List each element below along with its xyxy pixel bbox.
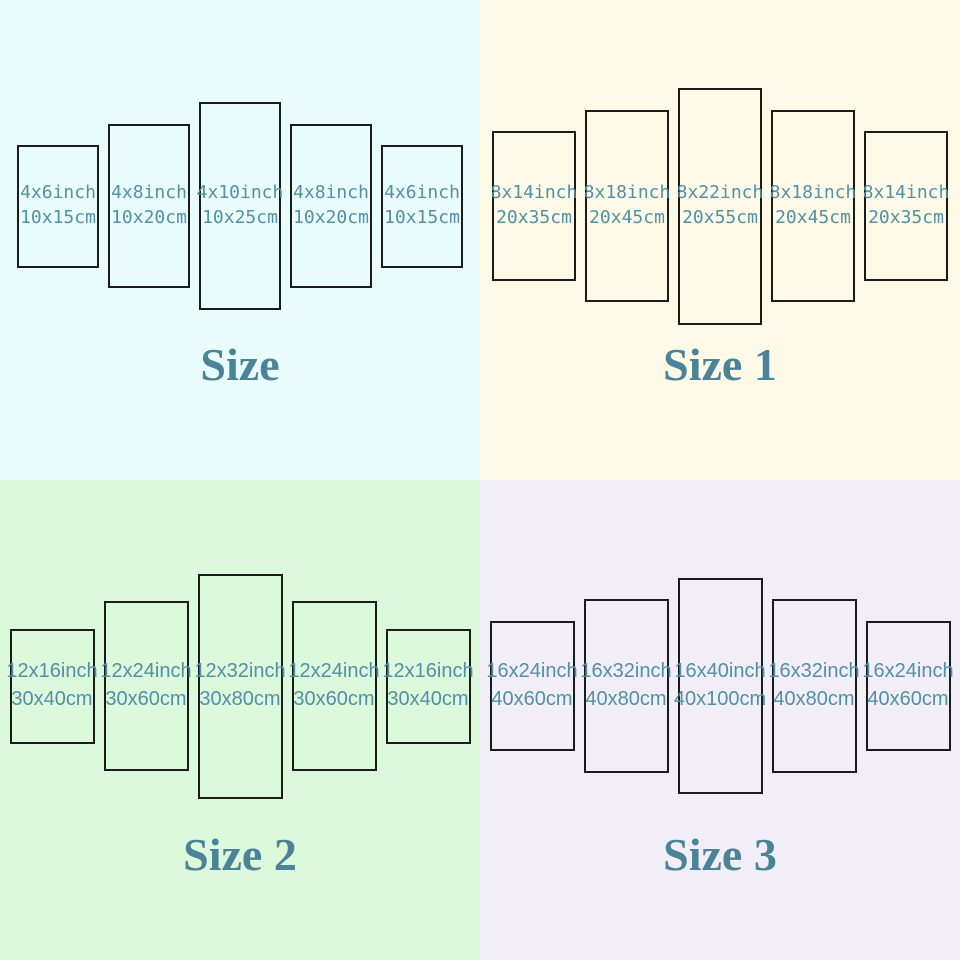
panel-cm-label: 30x60cm xyxy=(105,688,187,710)
quadrant-title: Size 1 xyxy=(663,339,777,390)
panel-cm-label: 40x100cm xyxy=(673,688,767,710)
canvas-panel: 8x22inch 20x55cm xyxy=(677,87,764,325)
canvas-panel: 4x8inch 10x20cm xyxy=(290,124,372,288)
quadrant-title: Size 2 xyxy=(183,829,297,880)
panel-inch-label: 16x32inch xyxy=(768,660,860,683)
panel-size-label: 4x6inch 10x15cm xyxy=(384,181,460,231)
panel-size-label: 16x32inch 40x80cm xyxy=(768,658,859,713)
panel-inch-label: 12x24inch xyxy=(288,660,380,683)
panel-inch-label: 8x22inch xyxy=(676,182,764,204)
panel-size-label: 4x8inch 10x20cm xyxy=(293,181,369,231)
canvas-panel: 16x32inch 40x80cm xyxy=(768,599,860,773)
canvas-panel: 16x24inch 40x60cm xyxy=(862,621,954,751)
quadrant-title: Size 3 xyxy=(663,829,777,880)
panel-inch-label: 4x10inch xyxy=(196,182,284,204)
canvas-panel: 16x32inch 40x80cm xyxy=(580,599,672,773)
panel-size-label: 16x40inch 40x100cm xyxy=(674,658,766,713)
quadrant-size-3: 16x24inch 40x60cm 16x32inch 40x80cm 16x4… xyxy=(480,480,960,960)
panel-inch-label: 16x24inch xyxy=(486,660,578,683)
panel-inch-label: 16x40inch xyxy=(674,660,766,683)
panel-cm-label: 40x80cm xyxy=(585,688,667,710)
panel-size-label: 4x10inch 10x25cm xyxy=(197,181,284,231)
canvas-panel: 4x6inch 10x15cm xyxy=(17,144,99,268)
canvas-panel: 4x8inch 10x20cm xyxy=(108,124,190,288)
panel-cm-label: 40x60cm xyxy=(867,688,949,710)
panel-inch-label: 4x8inch xyxy=(293,182,369,204)
panel-cm-label: 10x15cm xyxy=(20,207,96,228)
panel-size-label: 12x24inch 30x60cm xyxy=(100,658,191,713)
panel-size-label: 12x16inch 30x40cm xyxy=(6,658,97,713)
panel-cm-label: 10x15cm xyxy=(384,207,460,228)
quadrant-size: 4x6inch 10x15cm 4x8inch 10x20cm 4x10inch… xyxy=(0,0,480,480)
panel-size-label: 12x32inch 30x80cm xyxy=(194,658,285,713)
panel-inch-label: 4x6inch xyxy=(20,182,96,204)
panel-inch-label: 12x16inch xyxy=(6,660,98,683)
panel-inch-label: 8x18inch xyxy=(769,182,857,204)
panel-cm-label: 30x40cm xyxy=(387,688,469,710)
canvas-panel: 12x24inch 30x60cm xyxy=(288,601,380,771)
panel-size-label: 16x32inch 40x80cm xyxy=(580,658,671,713)
panel-row: 16x24inch 40x60cm 16x32inch 40x80cm 16x4… xyxy=(480,480,960,892)
quadrant-size-1: 8x14inch 20x35cm 8x18inch 20x45cm 8x22in… xyxy=(480,0,960,480)
quadrant-size-2: 12x16inch 30x40cm 12x24inch 30x60cm 12x3… xyxy=(0,480,480,960)
panel-inch-label: 12x16inch xyxy=(382,660,474,683)
canvas-panel: 16x24inch 40x60cm xyxy=(486,621,578,751)
panel-inch-label: 12x24inch xyxy=(100,660,192,683)
panel-size-label: 8x18inch 20x45cm xyxy=(584,181,671,231)
canvas-panel: 4x10inch 10x25cm xyxy=(197,102,284,310)
panel-inch-label: 16x24inch xyxy=(862,660,954,683)
canvas-panel: 16x40inch 40x100cm xyxy=(674,578,766,794)
panel-cm-label: 20x55cm xyxy=(682,207,758,228)
canvas-panel: 8x18inch 20x45cm xyxy=(770,110,857,302)
canvas-panel: 12x24inch 30x60cm xyxy=(100,601,192,771)
panel-row: 8x14inch 20x35cm 8x18inch 20x45cm 8x22in… xyxy=(480,0,960,412)
canvas-panel: 8x14inch 20x35cm xyxy=(863,131,950,281)
canvas-panel: 4x6inch 10x15cm xyxy=(381,144,463,268)
panel-cm-label: 10x20cm xyxy=(111,207,187,228)
panel-size-label: 16x24inch 40x60cm xyxy=(486,658,577,713)
panel-cm-label: 10x25cm xyxy=(202,207,278,228)
panel-cm-label: 30x40cm xyxy=(11,688,93,710)
panel-cm-label: 10x20cm xyxy=(293,207,369,228)
panel-cm-label: 40x60cm xyxy=(491,688,573,710)
panel-inch-label: 16x32inch xyxy=(580,660,672,683)
canvas-panel: 12x16inch 30x40cm xyxy=(6,628,98,744)
panel-size-label: 4x6inch 10x15cm xyxy=(20,181,96,231)
panel-size-label: 8x22inch 20x55cm xyxy=(677,181,764,231)
panel-row: 12x16inch 30x40cm 12x24inch 30x60cm 12x3… xyxy=(0,480,480,892)
panel-cm-label: 30x80cm xyxy=(199,688,281,710)
canvas-panel: 8x18inch 20x45cm xyxy=(584,110,671,302)
panel-inch-label: 12x32inch xyxy=(194,660,286,683)
panel-inch-label: 8x18inch xyxy=(583,182,671,204)
panel-size-label: 8x14inch 20x35cm xyxy=(863,181,950,231)
panel-cm-label: 20x35cm xyxy=(496,207,572,228)
panel-cm-label: 20x45cm xyxy=(589,207,665,228)
panel-inch-label: 4x8inch xyxy=(111,182,187,204)
panel-cm-label: 20x35cm xyxy=(868,207,944,228)
panel-cm-label: 30x60cm xyxy=(293,688,375,710)
canvas-panel: 12x32inch 30x80cm xyxy=(194,573,286,799)
quadrant-title: Size xyxy=(200,339,280,390)
canvas-panel: 8x14inch 20x35cm xyxy=(491,131,578,281)
panel-inch-label: 8x14inch xyxy=(862,182,950,204)
panel-inch-label: 8x14inch xyxy=(490,182,578,204)
canvas-panel: 12x16inch 30x40cm xyxy=(382,628,474,744)
panel-row: 4x6inch 10x15cm 4x8inch 10x20cm 4x10inch… xyxy=(0,0,480,412)
panel-size-label: 4x8inch 10x20cm xyxy=(111,181,187,231)
panel-cm-label: 40x80cm xyxy=(773,688,855,710)
panel-size-label: 8x18inch 20x45cm xyxy=(770,181,857,231)
panel-cm-label: 20x45cm xyxy=(775,207,851,228)
panel-size-label: 12x24inch 30x60cm xyxy=(288,658,379,713)
panel-inch-label: 4x6inch xyxy=(384,182,460,204)
panel-size-label: 16x24inch 40x60cm xyxy=(862,658,953,713)
panel-size-label: 8x14inch 20x35cm xyxy=(491,181,578,231)
panel-size-label: 12x16inch 30x40cm xyxy=(382,658,473,713)
